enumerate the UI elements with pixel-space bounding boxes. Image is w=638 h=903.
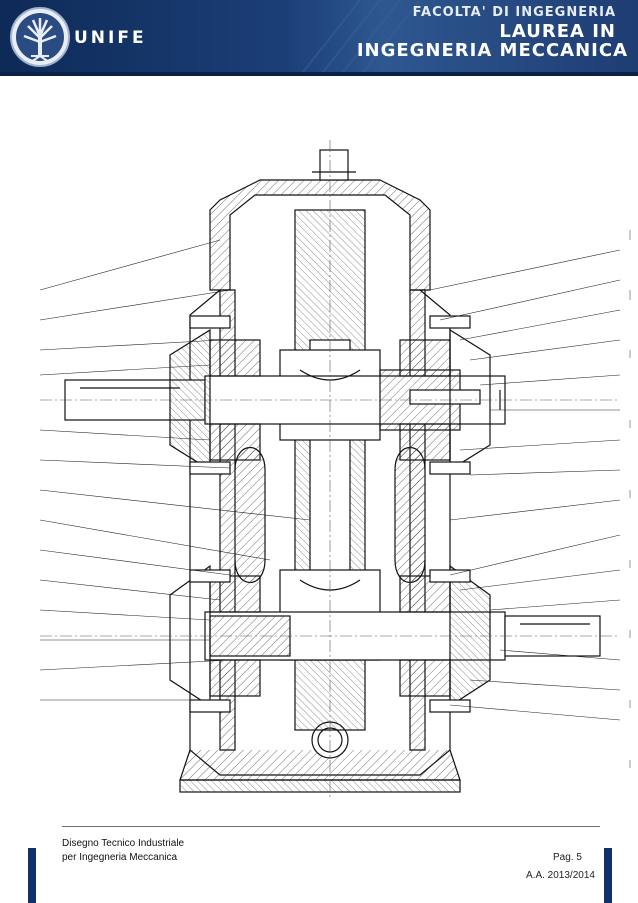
header-stripes-decoration [0, 0, 638, 76]
footer-accent-bar-left [28, 848, 36, 903]
degree-title-line2: INGEGNERIA MECCANICA [356, 40, 628, 61]
unife-tree-logo-icon [10, 7, 70, 67]
footer-accent-bar-right [604, 848, 612, 903]
faculty-name: FACOLTA' DI INGEGNERIA [412, 5, 616, 20]
gear-reducer-section-drawing [39, 140, 621, 800]
margin-decoration [629, 230, 631, 768]
academic-year: A.A. 2013/2014 [526, 870, 595, 881]
course-title-line2: per Ingegneria Meccanica [62, 852, 178, 863]
header-banner: UNIFE FACOLTA' DI INGEGNERIA LAUREA IN I… [0, 0, 638, 76]
course-title-line1: Disegno Tecnico Industriale [62, 838, 185, 849]
footer-divider [62, 826, 600, 827]
logo-text: UNIFE [74, 28, 147, 48]
page-number: Pag. 5 [553, 852, 582, 863]
degree-title-line1: LAUREA IN [499, 21, 616, 42]
